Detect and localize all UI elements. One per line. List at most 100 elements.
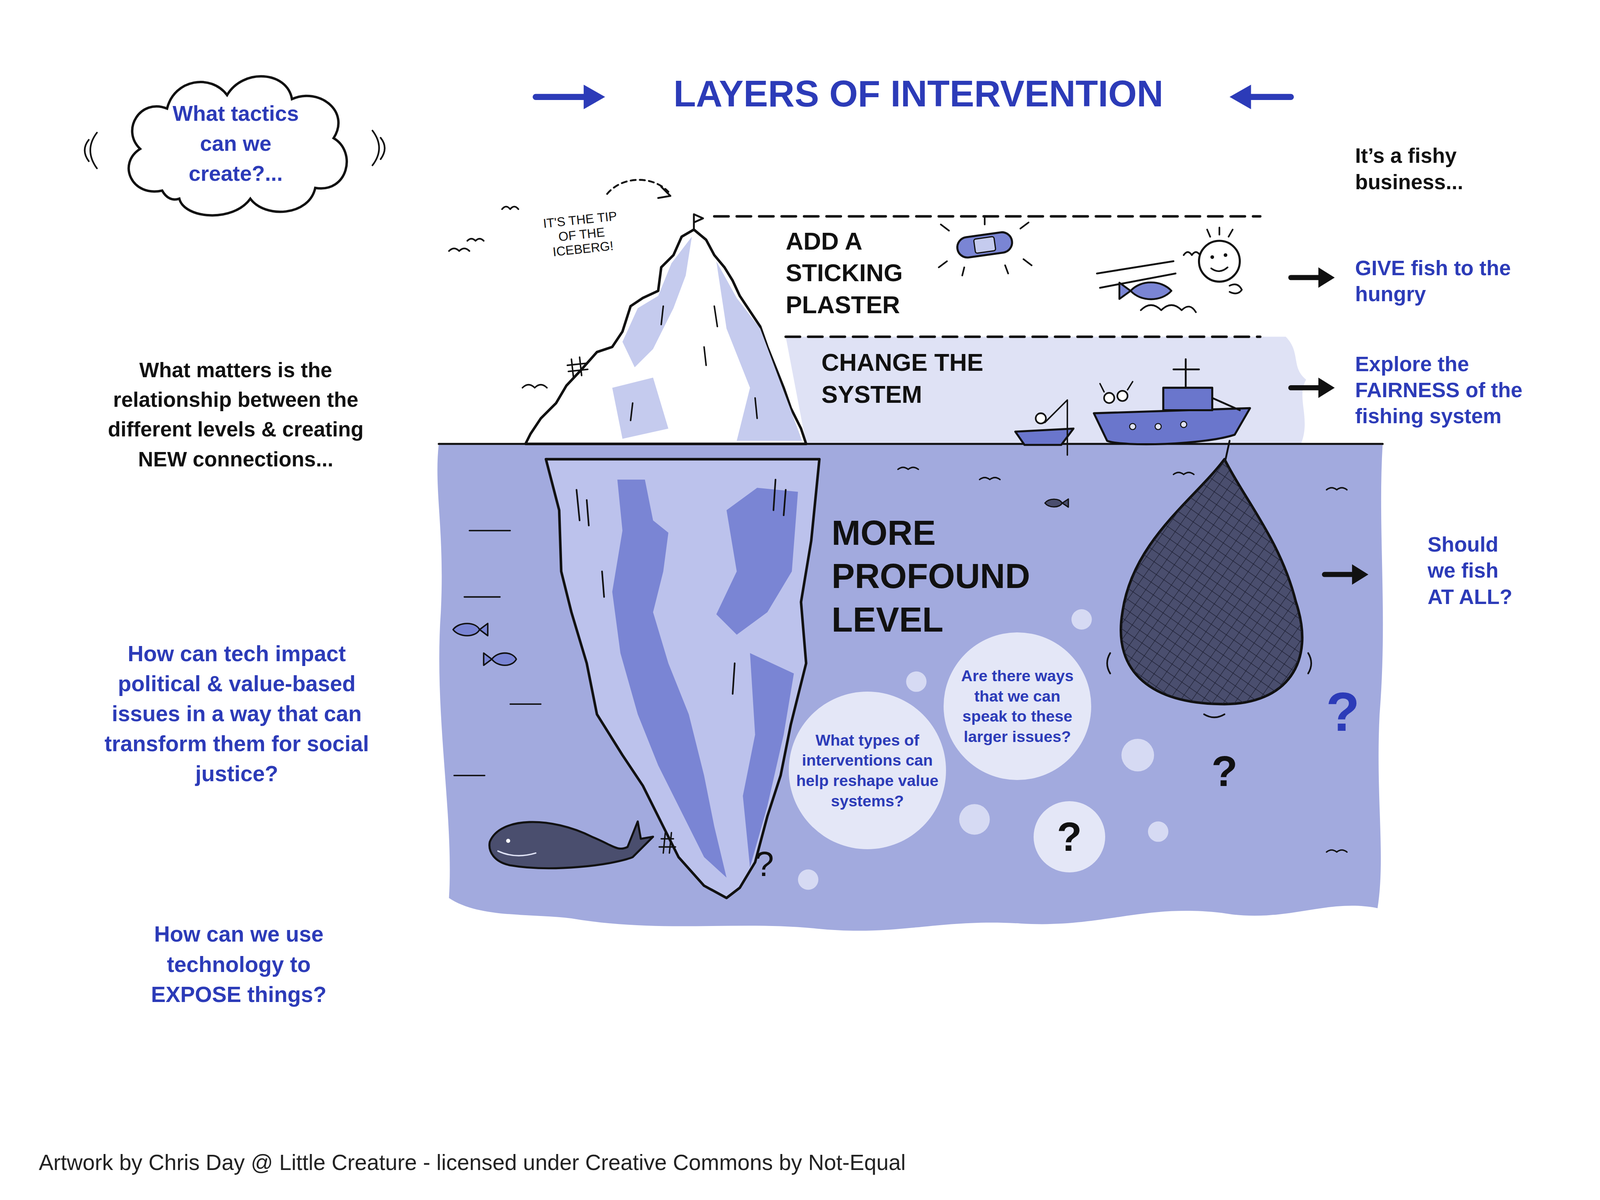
plaster <box>956 230 1014 259</box>
node-text: Are there ways that we can speak to thes… <box>960 665 1075 747</box>
iceberg-hatching <box>630 306 758 421</box>
title-arrowhead <box>583 84 606 110</box>
caption: Artwork by Chris Day @ Little Creature -… <box>38 1148 1162 1177</box>
system-band-fill <box>785 336 1306 444</box>
fish <box>483 653 517 666</box>
node-text: CHANGE THE SYSTEM <box>821 346 1031 411</box>
eye <box>1210 255 1214 259</box>
face-details <box>1183 227 1242 294</box>
porthole <box>1129 423 1136 430</box>
dashed-line <box>785 335 1260 338</box>
net <box>1120 459 1302 704</box>
iceberg-hatching <box>576 479 786 694</box>
crew <box>1104 392 1115 404</box>
title-arrow <box>1248 94 1291 100</box>
node-text: ? <box>1044 814 1096 860</box>
speed-lines <box>659 832 676 854</box>
iceberg-shade <box>716 261 802 441</box>
iceberg-shade <box>612 377 669 439</box>
sea-shape <box>437 444 1384 931</box>
bubble-dot <box>1121 738 1155 772</box>
question-mark: ? <box>1320 681 1366 743</box>
iceberg-shade <box>742 653 794 868</box>
bubble-dot <box>1148 821 1169 842</box>
label-holder: What matters is the relationship between… <box>96 355 375 474</box>
bubble-dot <box>959 804 990 835</box>
label-holder: How can we use technology to EXPOSE thin… <box>120 919 358 1010</box>
bubble-dot <box>906 671 927 692</box>
side-note: What matters is the relationship between… <box>96 355 375 474</box>
label-holder: How can tech impact political & value-ba… <box>102 638 372 790</box>
pointer-arrowhead <box>1318 377 1335 398</box>
label-holder: ? <box>1320 681 1366 743</box>
question-mark-bubble: ? <box>1033 801 1106 873</box>
trawler-cabin <box>1163 387 1212 410</box>
dashed-line <box>714 215 1261 218</box>
bubble-dot <box>798 869 819 890</box>
porthole <box>1155 423 1162 430</box>
label-holder: IT'S THE TIP OF THE ICEBERG! <box>540 208 623 261</box>
fish <box>1044 498 1069 507</box>
jump-arrow <box>607 180 669 194</box>
question-text: How can tech impact political & value-ba… <box>102 638 372 790</box>
thrown-fish <box>1119 282 1172 300</box>
splash-cloud <box>1140 305 1196 313</box>
handwritten-note: IT'S THE TIP OF THE ICEBERG! <box>540 208 623 261</box>
question-bubble: What types of interventions can help res… <box>788 691 947 850</box>
outcome-text: GIVE fish to the hungry <box>1355 255 1519 308</box>
pointer-arrowhead <box>1318 267 1335 288</box>
net-motion <box>1107 653 1312 718</box>
iceberg-shade <box>622 236 692 368</box>
question-bubble: Are there ways that we can speak to thes… <box>943 632 1092 780</box>
wave-marks <box>454 467 1347 852</box>
title: LAYERS OF INTERVENTION <box>612 71 1225 116</box>
question-text: How can we use technology to EXPOSE thin… <box>120 919 358 1010</box>
iceberg-tip <box>525 229 807 444</box>
net-mesh <box>1120 459 1302 704</box>
porthole <box>1180 421 1187 428</box>
label-holder: ? <box>1204 748 1245 796</box>
label-holder: Should we fish AT ALL? <box>1427 531 1530 610</box>
system-band: CHANGE THE SYSTEM <box>796 336 1307 444</box>
node-text: MORE PROFOUND LEVEL <box>831 511 1092 642</box>
jump-arrowhead <box>658 186 671 198</box>
node-text: ADD A STICKING PLASTER <box>785 225 975 322</box>
node-text: What types of interventions can help res… <box>796 730 939 811</box>
outcome-text: Should we fish AT ALL? <box>1427 531 1530 610</box>
title-arrow <box>535 94 586 100</box>
whale <box>489 821 654 869</box>
fish <box>453 623 488 636</box>
trawler-hull <box>1094 408 1250 444</box>
outcome-text: Explore the FAIRNESS of the fishing syst… <box>1355 351 1575 430</box>
fisher <box>1035 413 1046 424</box>
iceberg-shade <box>612 479 727 878</box>
bubble-dot <box>1071 609 1092 630</box>
eye <box>1223 253 1228 257</box>
profound-sea: MORE PROFOUND LEVEL Are there ways that w… <box>438 444 1383 934</box>
plaster-band: ADD A STICKING PLASTER <box>714 216 1266 337</box>
question-mark: ? <box>1204 748 1245 796</box>
label-holder: ? <box>746 844 783 883</box>
iceberg-shade <box>716 487 798 635</box>
arm <box>1096 261 1176 288</box>
pointer-arrow <box>1324 572 1354 578</box>
thought-cloud: What tactics can we create?... <box>113 62 358 225</box>
small-boat <box>1015 428 1074 445</box>
crew-arms <box>1100 381 1133 392</box>
title-arrowhead <box>1229 84 1252 110</box>
iceberg-underwater <box>546 459 820 898</box>
caption-holder: Artwork by Chris Day @ Little Creature -… <box>38 1148 1162 1177</box>
whale-smile <box>498 851 536 856</box>
label-holder: It’s a fishy business... <box>1355 142 1509 196</box>
fishing-rod <box>1044 400 1068 456</box>
pointer-arrowhead <box>1352 564 1369 585</box>
birds <box>448 206 518 252</box>
plaster-pad <box>973 236 996 254</box>
whale-eye <box>506 838 510 843</box>
crew <box>1117 390 1128 402</box>
trawler-mast <box>1173 359 1240 411</box>
side-note: It’s a fishy business... <box>1355 142 1509 196</box>
plaster-rays <box>938 216 1032 276</box>
title-holder: LAYERS OF INTERVENTION <box>612 71 1225 116</box>
face <box>1198 240 1240 282</box>
